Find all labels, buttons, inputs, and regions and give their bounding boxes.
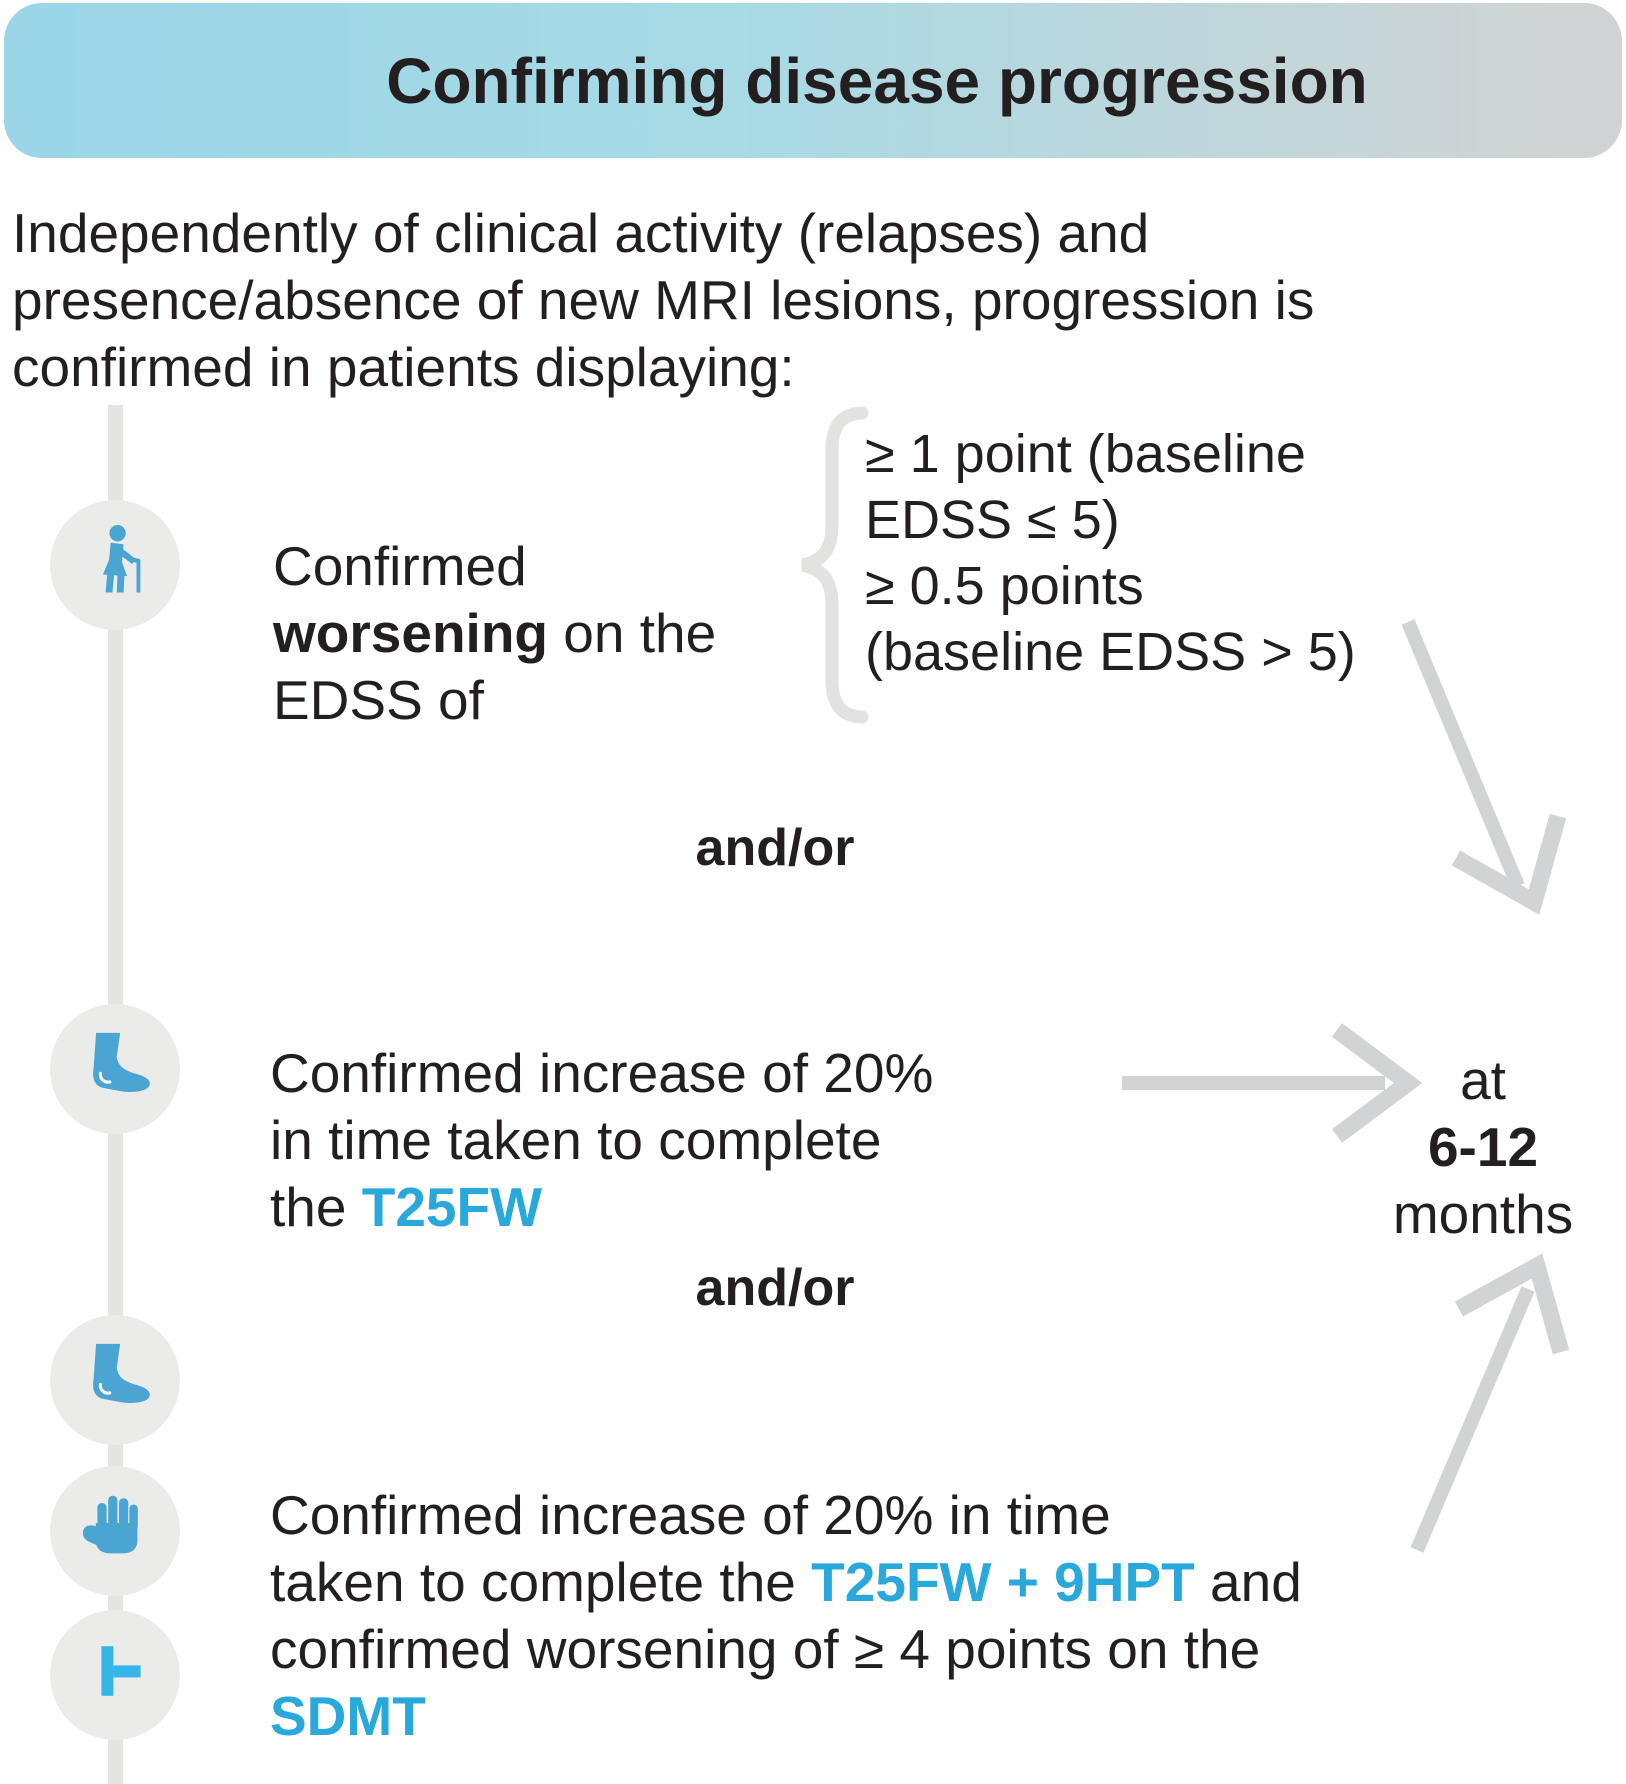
timeline-node-edss (50, 500, 180, 630)
outcome-post: months (1392, 1183, 1574, 1245)
criterion-t25fw-highlight: T25FW (361, 1176, 543, 1238)
intro-text: Independently of clinical activity (rela… (12, 202, 1315, 398)
arrow-bottom-up-right (1410, 1253, 1570, 1553)
curly-brace (801, 406, 869, 724)
outcome-bold: 6-12 (1427, 1116, 1539, 1178)
criterion-t25fw-text: Confirmed increase of 20% in time taken … (270, 973, 933, 1241)
person-with-cane-icon (102, 525, 141, 593)
arrow-middle-right (1122, 1023, 1423, 1143)
criterion-edss-pre: Confirmed (273, 535, 527, 597)
criterion-combined-text: Confirmed increase of 20% in time taken … (270, 1415, 1302, 1750)
criterion-combined-highlight1: T25FW + 9HPT (811, 1551, 1195, 1613)
outcome-timeframe: at 6-12 months (1368, 980, 1598, 1248)
peg-icon (101, 1646, 141, 1696)
edss-thresholds-text: ≥ 1 point (baseline EDSS ≤ 5) ≥ 0.5 poin… (865, 424, 1356, 682)
criterion-combined-pre: Confirmed increase of 20% in time taken … (270, 1484, 1111, 1613)
criterion-edss-post: on the EDSS of (273, 602, 717, 731)
criterion-edss-bold: worsening (273, 602, 549, 664)
header-bar: Confirming disease progression (4, 3, 1622, 158)
criterion-combined-highlight2: SDMT (270, 1685, 426, 1747)
arrow-top-down-right (1401, 619, 1567, 915)
foot-icon (93, 1343, 150, 1404)
timeline-node-t25fw (50, 1004, 180, 1134)
and-or-label-1: and/or (695, 819, 855, 877)
foot-icon (93, 1032, 150, 1093)
timeline-node-hand (50, 1466, 180, 1596)
timeline-node-t25fw-9hpt (50, 1315, 180, 1445)
criterion-t25fw-pre: Confirmed increase of 20% in time taken … (270, 1042, 934, 1238)
hand-icon (82, 1495, 138, 1554)
page-title: Confirming disease progression (386, 44, 1368, 117)
and-or-label-2: and/or (695, 1259, 855, 1317)
criterion-combined-mid: and confirmed worsening of ≥ 4 points on… (270, 1551, 1302, 1680)
outcome-pre: at (1460, 1049, 1506, 1111)
timeline-node-peg (50, 1610, 180, 1740)
criterion-edss-text: Confirmed worsening on the EDSS of (273, 466, 716, 734)
